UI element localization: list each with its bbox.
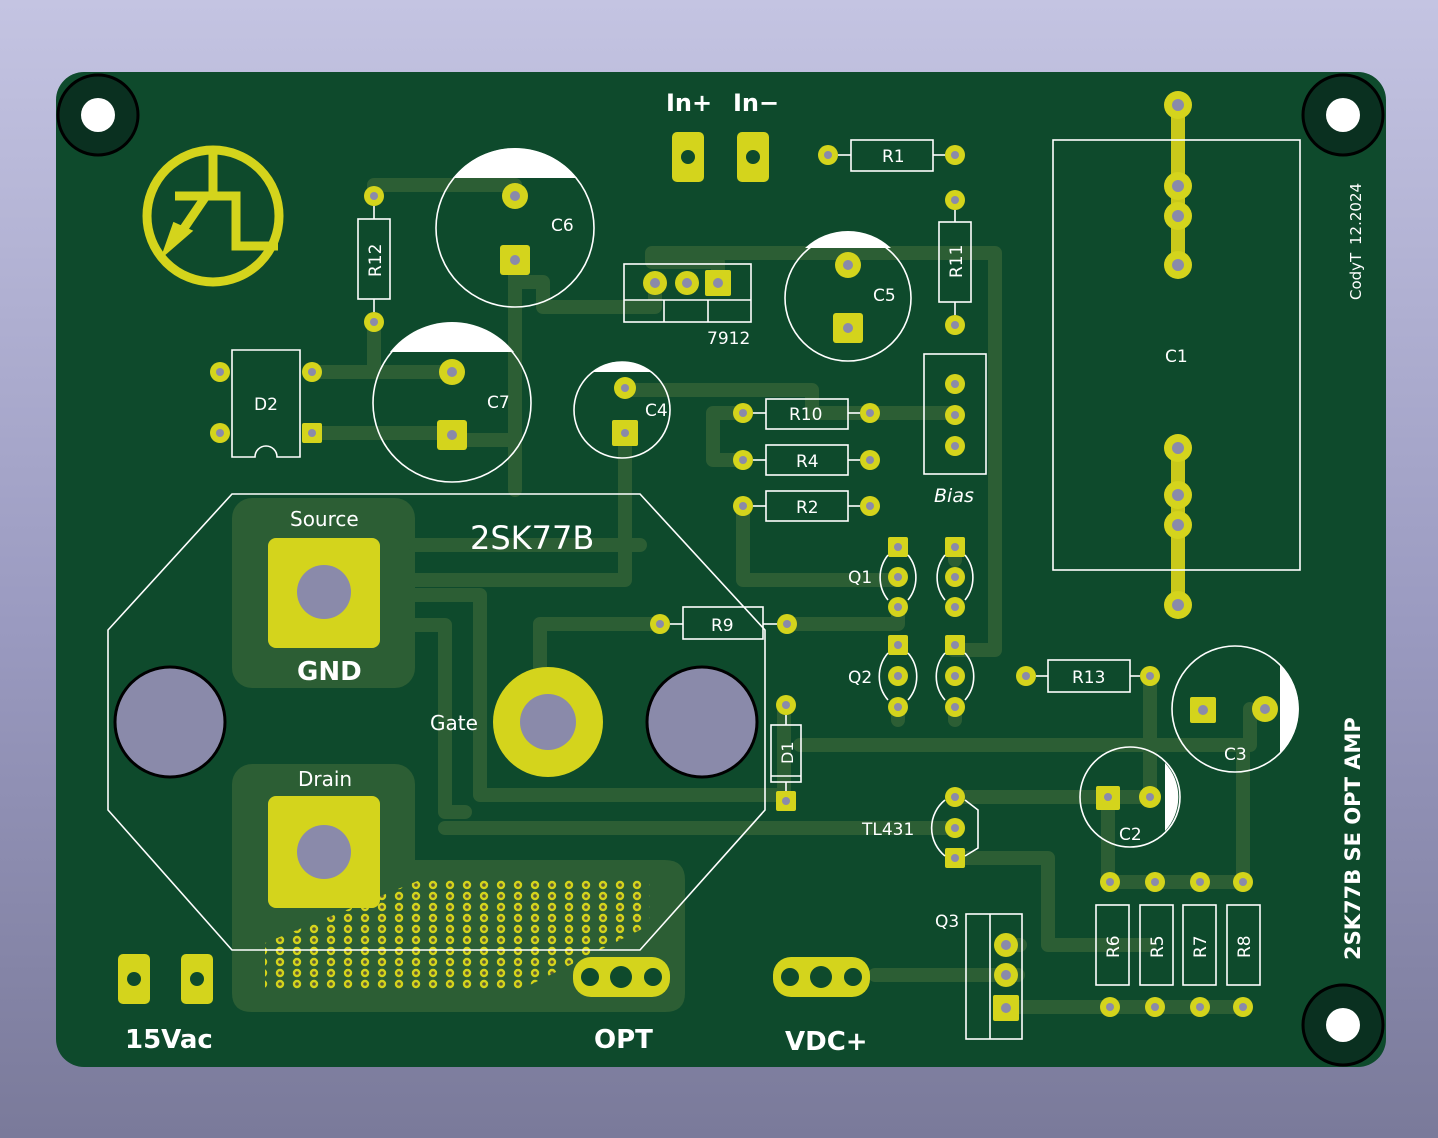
gate-label: Gate xyxy=(430,711,478,735)
pads xyxy=(118,91,1278,1021)
c6-label: C6 xyxy=(551,216,574,236)
silkscreen-labels: In+ In− 15Vac OPT VDC+ 2SK77B Source GND… xyxy=(125,89,1365,1057)
c1-label: C1 xyxy=(1165,347,1188,367)
r11-label: R11 xyxy=(947,245,967,278)
drain-label: Drain xyxy=(298,767,352,791)
q1-label: Q1 xyxy=(848,568,872,588)
in-minus-label: In− xyxy=(733,89,779,117)
q2-label: Q2 xyxy=(848,668,872,688)
mounting-holes xyxy=(56,73,1385,1067)
bias-label: Bias xyxy=(934,485,974,507)
source-label: Source xyxy=(290,507,359,531)
r6-label: R6 xyxy=(1104,935,1124,958)
ac-input-label: 15Vac xyxy=(125,1025,213,1055)
c2-label: C2 xyxy=(1119,825,1142,845)
to3-outline xyxy=(107,493,766,951)
title-label: 2SK77B SE OPT AMP xyxy=(1341,717,1365,960)
c7-label: C7 xyxy=(487,393,510,413)
q3-label: Q3 xyxy=(935,912,959,932)
r13-label: R13 xyxy=(1072,668,1105,688)
regulator-label: 7912 xyxy=(707,329,750,349)
r10-label: R10 xyxy=(789,405,822,425)
mosfet-part-label: 2SK77B xyxy=(470,519,594,557)
r2-label: R2 xyxy=(796,498,819,518)
c5-label: C5 xyxy=(873,286,896,306)
opt-label: OPT xyxy=(594,1025,653,1055)
d1-label: D1 xyxy=(778,742,797,765)
gnd-label: GND xyxy=(297,657,362,687)
transistor-symbol-icon xyxy=(142,145,284,287)
c3-label: C3 xyxy=(1224,745,1247,765)
r5-label: R5 xyxy=(1148,935,1168,958)
to3-pads xyxy=(268,538,603,908)
r12-label: R12 xyxy=(366,244,386,277)
r1-label: R1 xyxy=(882,147,905,167)
r4-label: R4 xyxy=(796,452,819,472)
tl431-label: TL431 xyxy=(861,820,914,840)
in-plus-label: In+ xyxy=(666,89,712,117)
author-label: CodyT xyxy=(1347,252,1365,300)
vdc-label: VDC+ xyxy=(785,1027,868,1057)
date-label: 12.2024 xyxy=(1347,183,1365,245)
r9-label: R9 xyxy=(711,616,734,636)
r7-label: R7 xyxy=(1191,935,1211,958)
r8-label: R8 xyxy=(1235,935,1255,958)
to3-holes xyxy=(113,665,759,779)
polarity-stripes xyxy=(390,147,1299,831)
d2-label: D2 xyxy=(254,395,278,415)
c4-label: C4 xyxy=(645,401,668,421)
